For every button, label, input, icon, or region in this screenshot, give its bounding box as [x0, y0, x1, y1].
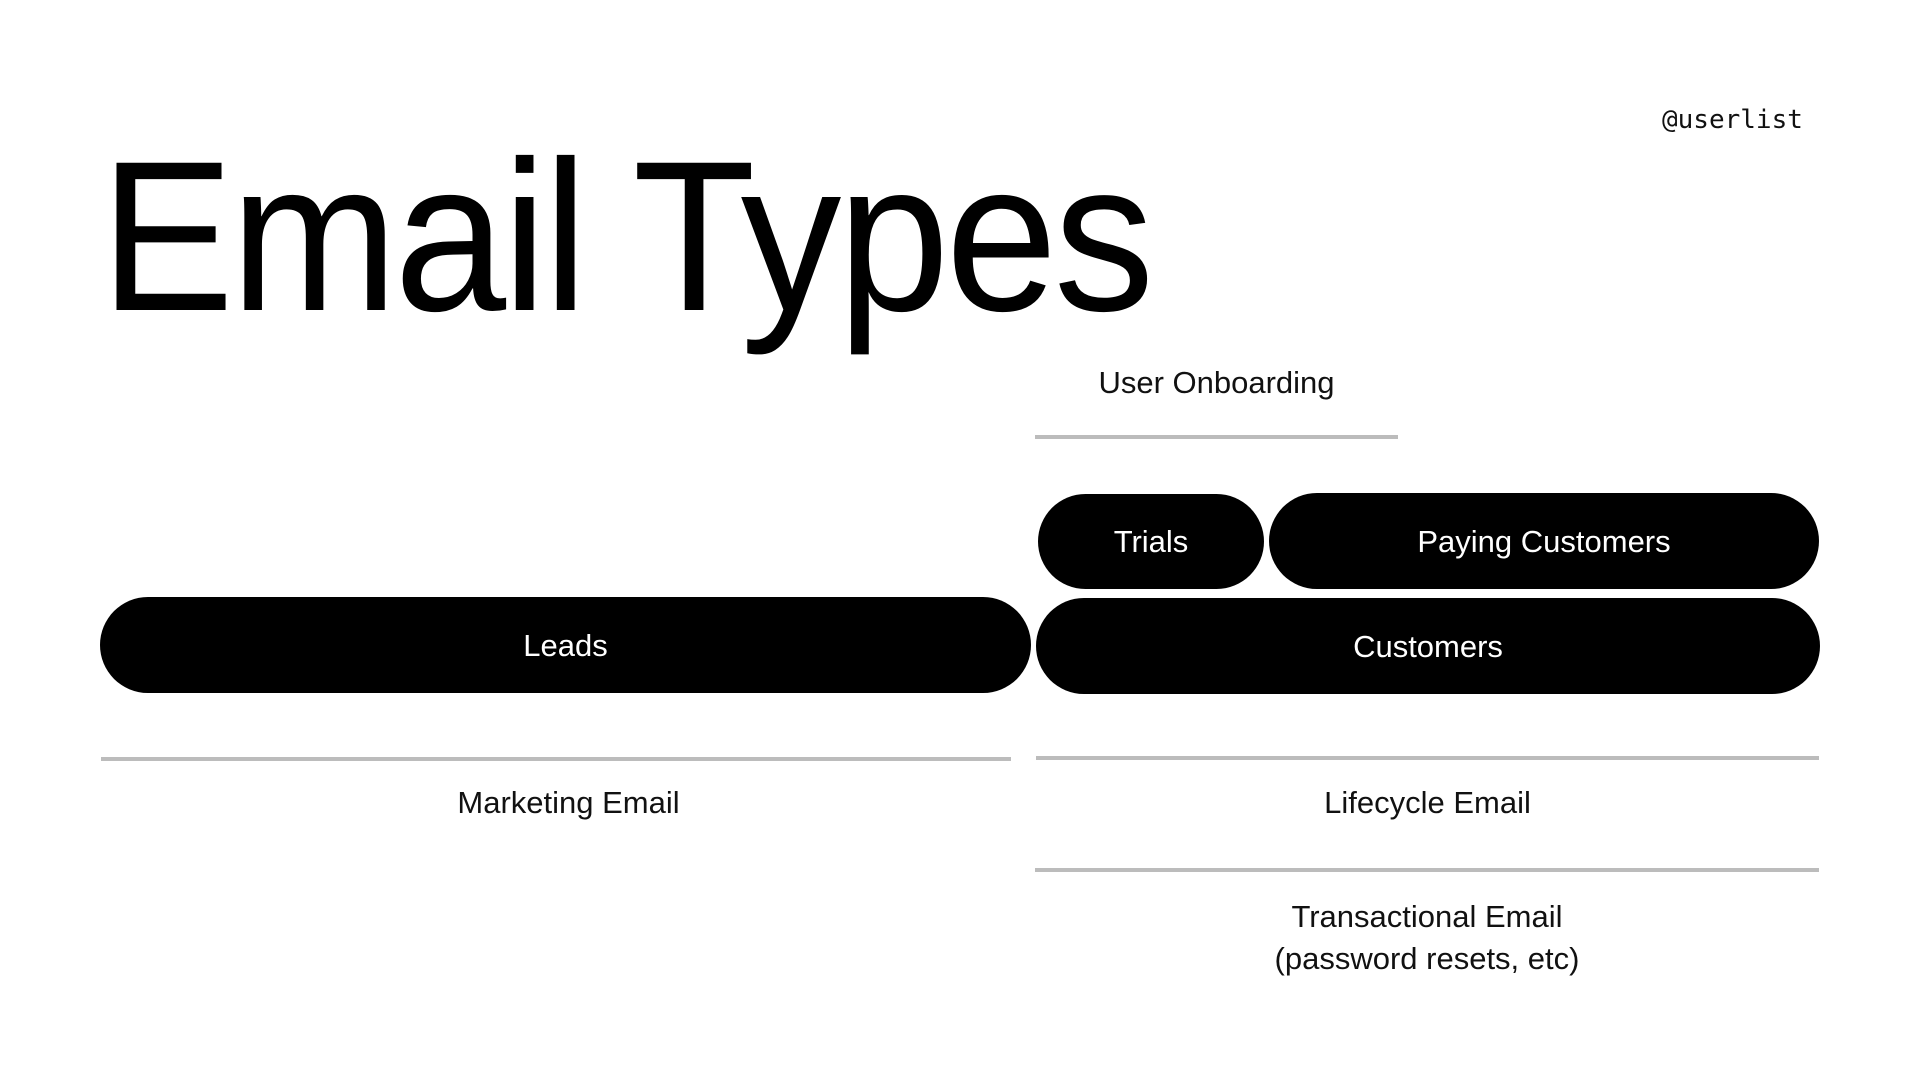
marketing-email-label: Marketing Email	[457, 785, 680, 820]
leads-pill: Leads	[100, 597, 1031, 693]
twitter-handle: @userlist	[1662, 105, 1803, 135]
lifecycle-rule	[1036, 756, 1819, 760]
user-onboarding-rule	[1035, 435, 1398, 439]
paying-customers-label: Paying Customers	[1417, 523, 1671, 559]
trials-pill: Trials	[1038, 494, 1264, 589]
trials-label: Trials	[1113, 524, 1189, 559]
slide-title: Email Types	[100, 117, 1154, 356]
customers-pill: Customers	[1036, 598, 1820, 694]
customers-label: Customers	[1353, 628, 1503, 664]
leads-label: Leads	[523, 627, 608, 663]
marketing-rule	[101, 757, 1011, 761]
transactional-email-label: Transactional Email (password resets, et…	[1035, 896, 1819, 980]
lifecycle-email-label: Lifecycle Email	[1324, 785, 1531, 820]
paying-customers-pill: Paying Customers	[1269, 493, 1819, 589]
transactional-rule	[1035, 868, 1819, 872]
transactional-email-line2: (password resets, etc)	[1274, 941, 1580, 976]
user-onboarding-label: User Onboarding	[1098, 365, 1335, 400]
transactional-email-line1: Transactional Email	[1291, 899, 1563, 934]
